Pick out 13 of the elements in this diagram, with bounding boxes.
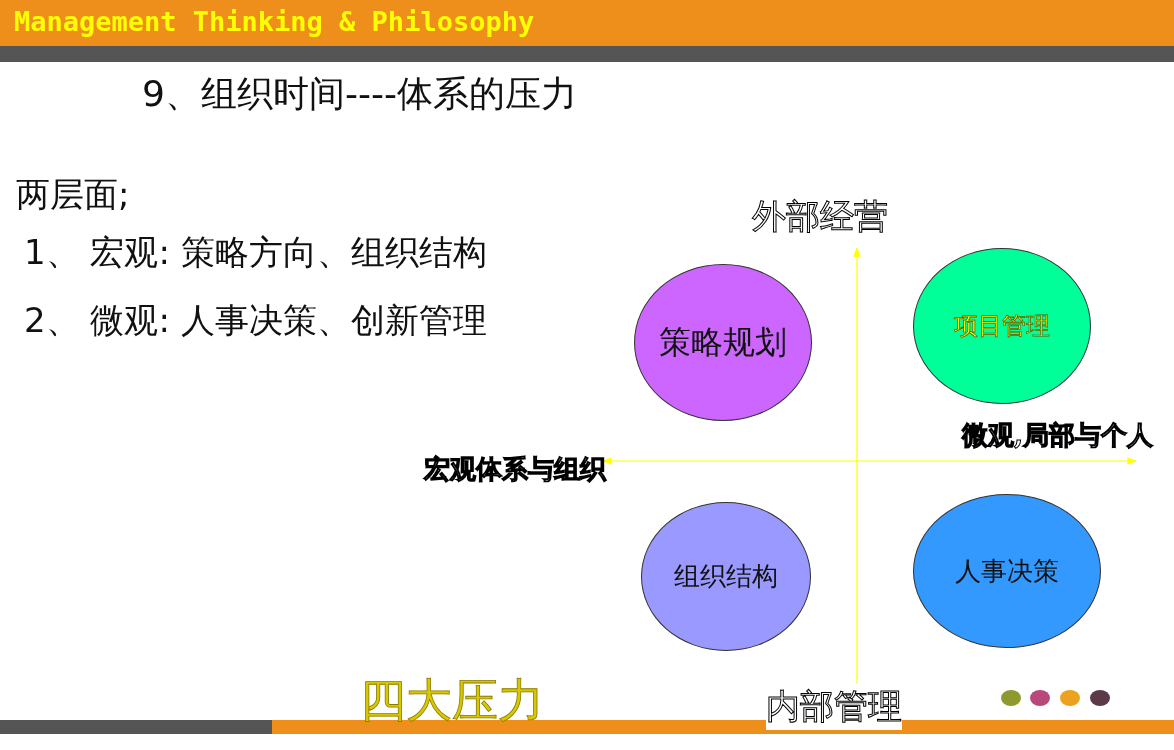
list-item: 1、 宏观: 策略方向、组织结构 [24,231,487,274]
axis-label: 外部经营 [752,195,888,238]
ellipse-node: 策略规划 [634,264,812,421]
body-text: 两层面; [16,173,130,216]
ellipse-node: 人事决策 [913,494,1101,648]
ellipse-node: 组织结构 [641,502,811,651]
axis-label: 微观,局部与个人 [962,419,1154,452]
caption-text: 四大压力 [360,672,544,729]
ellipse-node: 项目管理 [913,248,1091,404]
list-item: 2、 微观: 人事决策、创新管理 [24,299,487,342]
axis-label: 宏观体系与组织 [424,453,606,486]
header-text: Management Thinking & Philosophy [14,6,535,37]
slide-title: 9、组织时间----体系的压力 [142,72,577,116]
